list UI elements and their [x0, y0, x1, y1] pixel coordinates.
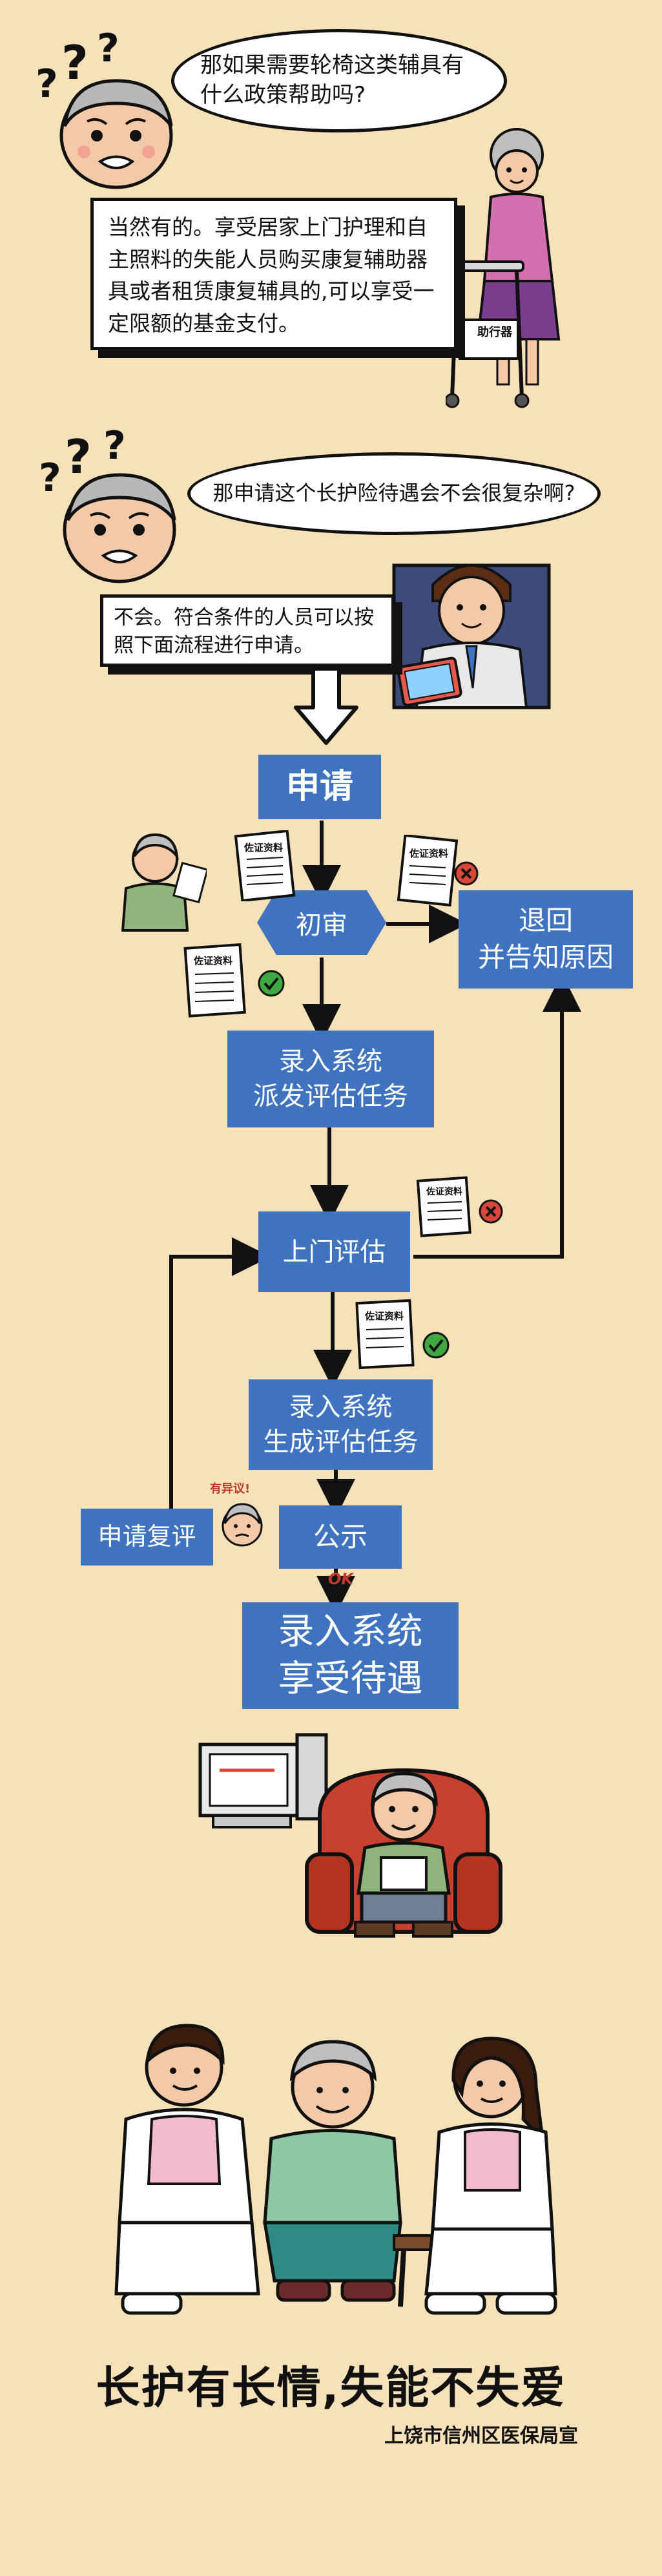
flow-reject-line2: 并告知原因: [477, 941, 614, 973]
flow-reapply-label: 申请复评: [98, 1522, 196, 1551]
ok-label: OK: [328, 1570, 353, 1588]
question-bubble: 那申请这个长护险待遇会不会很复杂啊?: [187, 452, 601, 535]
flow-final: 录入系统 享受待遇: [242, 1602, 459, 1709]
applicant-elder-icon: [121, 833, 207, 932]
flow-enter1-line2: 派发评估任务: [253, 1082, 408, 1111]
worried-elder-icon: [63, 473, 176, 583]
document-icon-group-4: 佐证资料: [413, 1176, 503, 1243]
answer-text: 不会。符合条件的人员可以按照下面流程进行申请。: [114, 606, 374, 658]
question-mark-icon: ?: [65, 430, 92, 484]
worried-elder-icon: [59, 79, 173, 189]
question-mark-icon: ?: [103, 423, 126, 468]
credit: 上饶市信州区医保局宣: [384, 2425, 578, 2447]
question-mark-icon: ?: [97, 26, 119, 71]
answer-text: 当然有的。享受居家上门护理和自主照料的失能人员购买康复辅助器具或者租赁康复辅具的…: [108, 215, 435, 336]
elder-in-armchair-illustration: [198, 1733, 502, 1938]
document-label: 佐证资料: [365, 1310, 404, 1322]
flow-initial-review: 初审: [257, 890, 386, 955]
walker-label: 助行器: [477, 326, 512, 339]
flow-enter2-line2: 生成评估任务: [263, 1427, 419, 1457]
flow-final-line2: 享受待遇: [278, 1657, 423, 1700]
flow-connectors: [169, 821, 581, 1615]
flow-final-line1: 录入系统: [278, 1610, 423, 1653]
flow-apply-label: 申请: [285, 767, 353, 806]
question-mark-icon: ?: [39, 456, 61, 501]
document-icon: [355, 1299, 415, 1370]
document-icon-group-5: 佐证资料: [352, 1299, 450, 1376]
flow-reapply: 申请复评: [81, 1509, 213, 1565]
document-label: 佐证资料: [194, 955, 233, 967]
flow-initial-review-label: 初审: [296, 910, 347, 940]
flow-home-assessment: 上门评估: [258, 1211, 410, 1292]
flow-reject: 退回 并告知原因: [459, 890, 633, 989]
family-care-illustration: [114, 2024, 557, 2315]
document-label: 佐证资料: [244, 842, 284, 853]
document-icon: [183, 943, 246, 1018]
flow-enter1-line1: 录入系统: [279, 1047, 382, 1076]
flow-reject-line1: 退回: [518, 905, 573, 937]
question-mark-icon: ?: [61, 36, 88, 90]
objection-label: 有异议!: [210, 1482, 251, 1496]
answer-box: 不会。符合条件的人员可以按照下面流程进行申请。: [100, 594, 395, 667]
question-text: 那申请这个长护险待遇会不会很复杂啊?: [212, 481, 575, 506]
check-icon: [422, 1332, 450, 1359]
document-icon: [234, 829, 296, 903]
flow-enter-system-1: 录入系统 派发评估任务: [227, 1031, 434, 1127]
document-icon-group-3: 佐证资料: [181, 943, 285, 1023]
flow-publicize: 公示: [279, 1505, 402, 1569]
document-icon: [416, 1176, 471, 1237]
question-mark-icon: ?: [36, 61, 58, 107]
flow-apply: 申请: [258, 755, 381, 819]
question-text: 那如果需要轮椅这类辅具有什么政策帮助吗?: [200, 52, 464, 108]
document-icon-group-2: 佐证资料: [395, 833, 479, 912]
flow-publicize-label: 公示: [313, 1520, 367, 1553]
question-bubble: 那如果需要轮椅这类辅具有什么政策帮助吗?: [171, 29, 507, 132]
check-icon: [258, 970, 285, 997]
document-icon: [397, 833, 459, 907]
reject-x-icon: [454, 861, 479, 886]
slogan: 长护有长情,失能不失爱: [96, 2363, 566, 2414]
document-label: 佐证资料: [409, 848, 449, 859]
flow-enter2-line1: 录入系统: [289, 1392, 393, 1422]
flow-home-assess-label: 上门评估: [282, 1237, 386, 1267]
down-arrow-icon: [294, 667, 358, 745]
objecting-elder-icon: [222, 1503, 263, 1547]
answer-box: 当然有的。享受居家上门护理和自主照料的失能人员购买康复辅助器具或者租赁康复辅具的…: [90, 198, 457, 350]
reject-x-icon: [479, 1199, 503, 1224]
elder-with-walker-icon: [446, 128, 561, 408]
document-label: 佐证资料: [426, 1187, 462, 1197]
document-icon-group-1: 佐证资料: [233, 829, 297, 904]
flow-enter-system-2: 录入系统 生成评估任务: [249, 1379, 433, 1470]
staff-at-desk-icon: [392, 563, 551, 709]
